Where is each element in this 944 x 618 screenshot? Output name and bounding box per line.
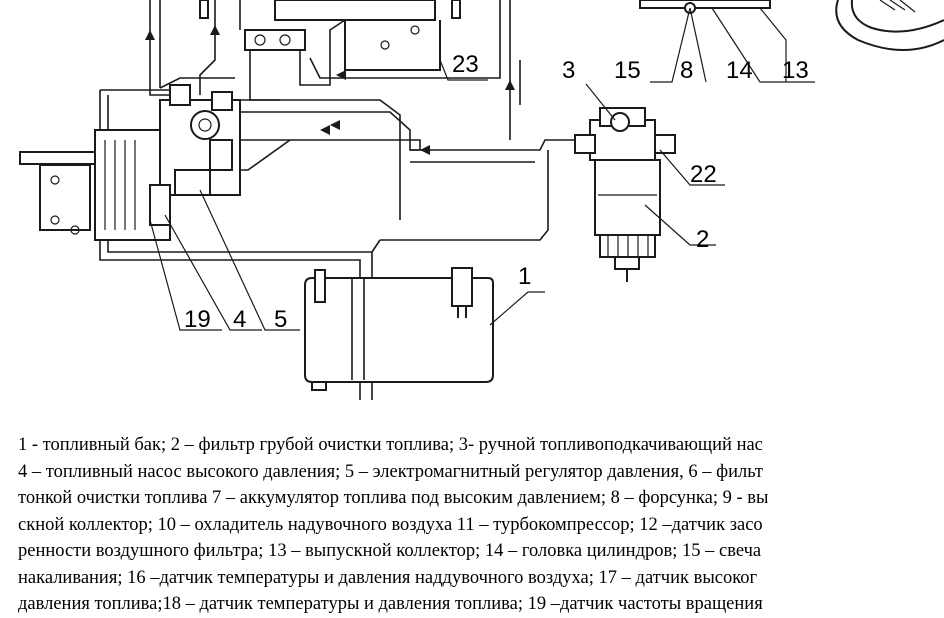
callout-23: 23 [452, 51, 479, 78]
caption-line: накаливания; 16 –датчик температуры и да… [18, 567, 758, 588]
callout-14: 14 [726, 57, 753, 84]
callout-15: 15 [614, 57, 641, 84]
injector-assembly [639, 0, 944, 51]
fuel-tank-1 [304, 267, 494, 391]
callout-5: 5 [274, 306, 287, 333]
leader-lines [149, 7, 815, 331]
callout-13: 13 [782, 57, 809, 84]
callout-3: 3 [562, 57, 575, 84]
callout-8: 8 [680, 57, 693, 84]
fuel-system-diagram: 1 2 3 4 5 8 13 14 15 19 22 23 [19, 0, 944, 400]
upper-fuel-lines [99, 0, 590, 400]
caption-line: тонкой очистки топлива 7 – аккумулятор т… [18, 488, 769, 508]
callout-labels: 1 2 3 4 5 8 13 14 15 19 22 23 [184, 51, 809, 333]
high-pressure-pump-4 [19, 84, 241, 241]
caption-line: давления топлива;18 – датчик температуры… [18, 594, 763, 614]
callout-1: 1 [518, 263, 531, 290]
callout-22: 22 [690, 161, 717, 188]
callout-19: 19 [184, 306, 211, 333]
coarse-fuel-filter-2 [574, 107, 676, 282]
callout-4: 4 [233, 306, 246, 333]
caption-line: скной коллектор; 10 – охладитель надувоч… [18, 514, 763, 535]
callout-2: 2 [696, 226, 709, 253]
mounting-bracket-23 [199, 0, 461, 71]
figure-caption: 1 - топливный бак; 2 – фильтр грубой очи… [18, 432, 944, 618]
caption-line: ренности воздушного фильтра; 13 – выпуск… [18, 541, 762, 561]
caption-line: 1 - топливный бак; 2 – фильтр грубой очи… [18, 435, 763, 455]
caption-line: 4 – топливный насос высокого давления; 5… [18, 461, 764, 482]
